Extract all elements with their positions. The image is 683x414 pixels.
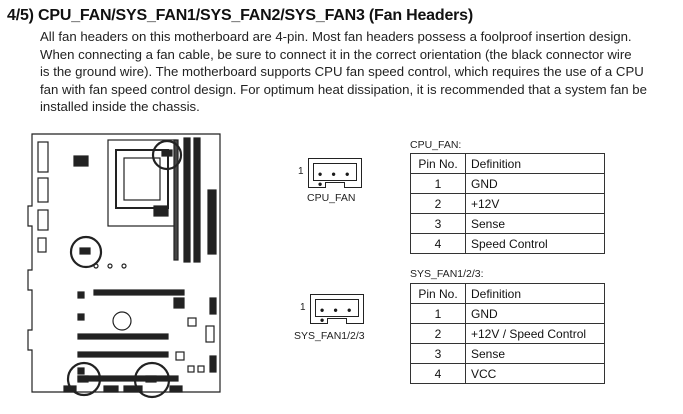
component bbox=[173, 297, 185, 309]
pin-definition: Speed Control bbox=[465, 233, 605, 254]
column-header: Definition bbox=[465, 283, 605, 304]
pcie-slot bbox=[77, 291, 85, 299]
cpu-fan-table-caption: CPU_FAN: bbox=[410, 139, 462, 151]
sata-port bbox=[209, 297, 217, 315]
connector-key bbox=[325, 182, 345, 188]
io-block bbox=[37, 237, 47, 253]
memory-slot bbox=[183, 137, 191, 263]
io-block bbox=[37, 209, 49, 231]
memory-slot bbox=[173, 139, 179, 261]
table-header-row: Pin No. Definition bbox=[410, 153, 605, 174]
header-block bbox=[73, 155, 89, 167]
connector-label: SYS_FAN1/2/3 bbox=[294, 330, 365, 342]
connector-shell: • • • • bbox=[310, 294, 364, 326]
atx-power bbox=[207, 189, 217, 255]
description-line: When connecting a fan cable, be sure to … bbox=[40, 46, 632, 62]
description-line: All fan headers on this motherboard are … bbox=[40, 29, 632, 44]
sys-fan-header bbox=[145, 375, 157, 383]
pin-definition: +12V / Speed Control bbox=[465, 323, 605, 344]
sata-port bbox=[205, 325, 215, 343]
bottom-header bbox=[169, 385, 183, 393]
sys-fan-header bbox=[79, 247, 91, 255]
sys-fan-connector: 1 • • • • SYS_FAN1/2/3 bbox=[294, 294, 386, 346]
component bbox=[187, 365, 195, 373]
description-line: fan with fan speed control design. For o… bbox=[40, 81, 647, 97]
connector-key bbox=[327, 318, 347, 324]
standoff-hole bbox=[121, 263, 127, 269]
table-header-row: Pin No. Definition bbox=[410, 283, 605, 304]
sata-port bbox=[209, 355, 217, 373]
section-heading: 4/5) CPU_FAN/SYS_FAN1/SYS_FAN2/SYS_FAN3 … bbox=[7, 7, 474, 24]
cmos-battery bbox=[112, 311, 132, 331]
sys-fan-header bbox=[77, 375, 89, 383]
pin-number: 1 bbox=[410, 173, 466, 194]
pin-definition: GND bbox=[465, 173, 605, 194]
pin-number: 2 bbox=[410, 193, 466, 214]
table-row: 1 GND bbox=[410, 173, 605, 194]
pin-number: 2 bbox=[410, 323, 466, 344]
sys-fan-header-highlight bbox=[69, 235, 103, 269]
pin-definition: Sense bbox=[465, 343, 605, 364]
cpu-fan-pin-table: Pin No. Definition 1 GND 2 +12V 3 Sense … bbox=[410, 153, 605, 254]
bottom-header bbox=[63, 385, 77, 393]
pcie-slot bbox=[77, 333, 169, 340]
component bbox=[175, 351, 185, 361]
pin-definition: GND bbox=[465, 303, 605, 324]
sys-fan-table-caption: SYS_FAN1/2/3: bbox=[410, 268, 484, 280]
pin-number: 1 bbox=[410, 303, 466, 324]
connector-pins: • • • • bbox=[320, 303, 355, 327]
bottom-header bbox=[123, 385, 143, 393]
cpu-retention bbox=[123, 157, 161, 201]
cpu-fan-header-highlight bbox=[151, 139, 183, 171]
motherboard-layout-diagram bbox=[27, 133, 221, 399]
cpu-fan-connector: 1 • • • • CPU_FAN bbox=[298, 158, 378, 208]
standoff-hole bbox=[107, 263, 113, 269]
sys-fan-header-highlight bbox=[66, 361, 102, 397]
pin-number: 3 bbox=[410, 213, 466, 234]
connector-inner: • • • • bbox=[313, 163, 357, 190]
table-row: 2 +12V bbox=[410, 193, 605, 214]
pcie-slot bbox=[77, 351, 169, 358]
description-line: is the ground wire). The motherboard sup… bbox=[40, 64, 644, 80]
table-row: 3 Sense bbox=[410, 213, 605, 234]
table-row: 4 Speed Control bbox=[410, 233, 605, 254]
pin-number: 4 bbox=[410, 233, 466, 254]
pin-1-marker: 1 bbox=[300, 302, 306, 313]
io-block bbox=[37, 177, 49, 203]
pin-definition: +12V bbox=[465, 193, 605, 214]
component bbox=[197, 365, 205, 373]
cpu-lever bbox=[153, 205, 169, 217]
io-block bbox=[37, 141, 49, 173]
table-row: 4 VCC bbox=[410, 363, 605, 384]
sys-fan-pin-table: Pin No. Definition 1 GND 2 +12V / Speed … bbox=[410, 283, 605, 384]
column-header: Pin No. bbox=[410, 283, 466, 304]
pcie-slot bbox=[77, 375, 179, 382]
column-header: Pin No. bbox=[410, 153, 466, 174]
memory-slot bbox=[193, 137, 201, 263]
pin-1-marker: 1 bbox=[298, 166, 304, 177]
bottom-header bbox=[103, 385, 119, 393]
pcie-slot bbox=[93, 289, 185, 296]
connector-inner: • • • • bbox=[315, 299, 359, 326]
connector-label: CPU_FAN bbox=[307, 192, 356, 204]
table-row: 1 GND bbox=[410, 303, 605, 324]
column-header: Definition bbox=[465, 153, 605, 174]
pin-definition: VCC bbox=[465, 363, 605, 384]
description-paragraph: All fan headers on this motherboard are … bbox=[40, 28, 680, 116]
pcie-slot bbox=[77, 313, 85, 321]
table-row: 3 Sense bbox=[410, 343, 605, 364]
pin-definition: Sense bbox=[465, 213, 605, 234]
connector-shell: • • • • bbox=[308, 158, 362, 190]
pin-number: 3 bbox=[410, 343, 466, 364]
cpu-fan-header bbox=[161, 149, 173, 157]
description-line: installed inside the chassis. bbox=[40, 99, 200, 115]
component bbox=[187, 317, 197, 327]
pin-number: 4 bbox=[410, 363, 466, 384]
sys-fan-header-highlight bbox=[133, 361, 171, 399]
cpu-socket-inner bbox=[115, 149, 169, 209]
table-row: 2 +12V / Speed Control bbox=[410, 323, 605, 344]
connector-pins: • • • • bbox=[318, 167, 353, 191]
pcie-slot bbox=[77, 367, 85, 375]
